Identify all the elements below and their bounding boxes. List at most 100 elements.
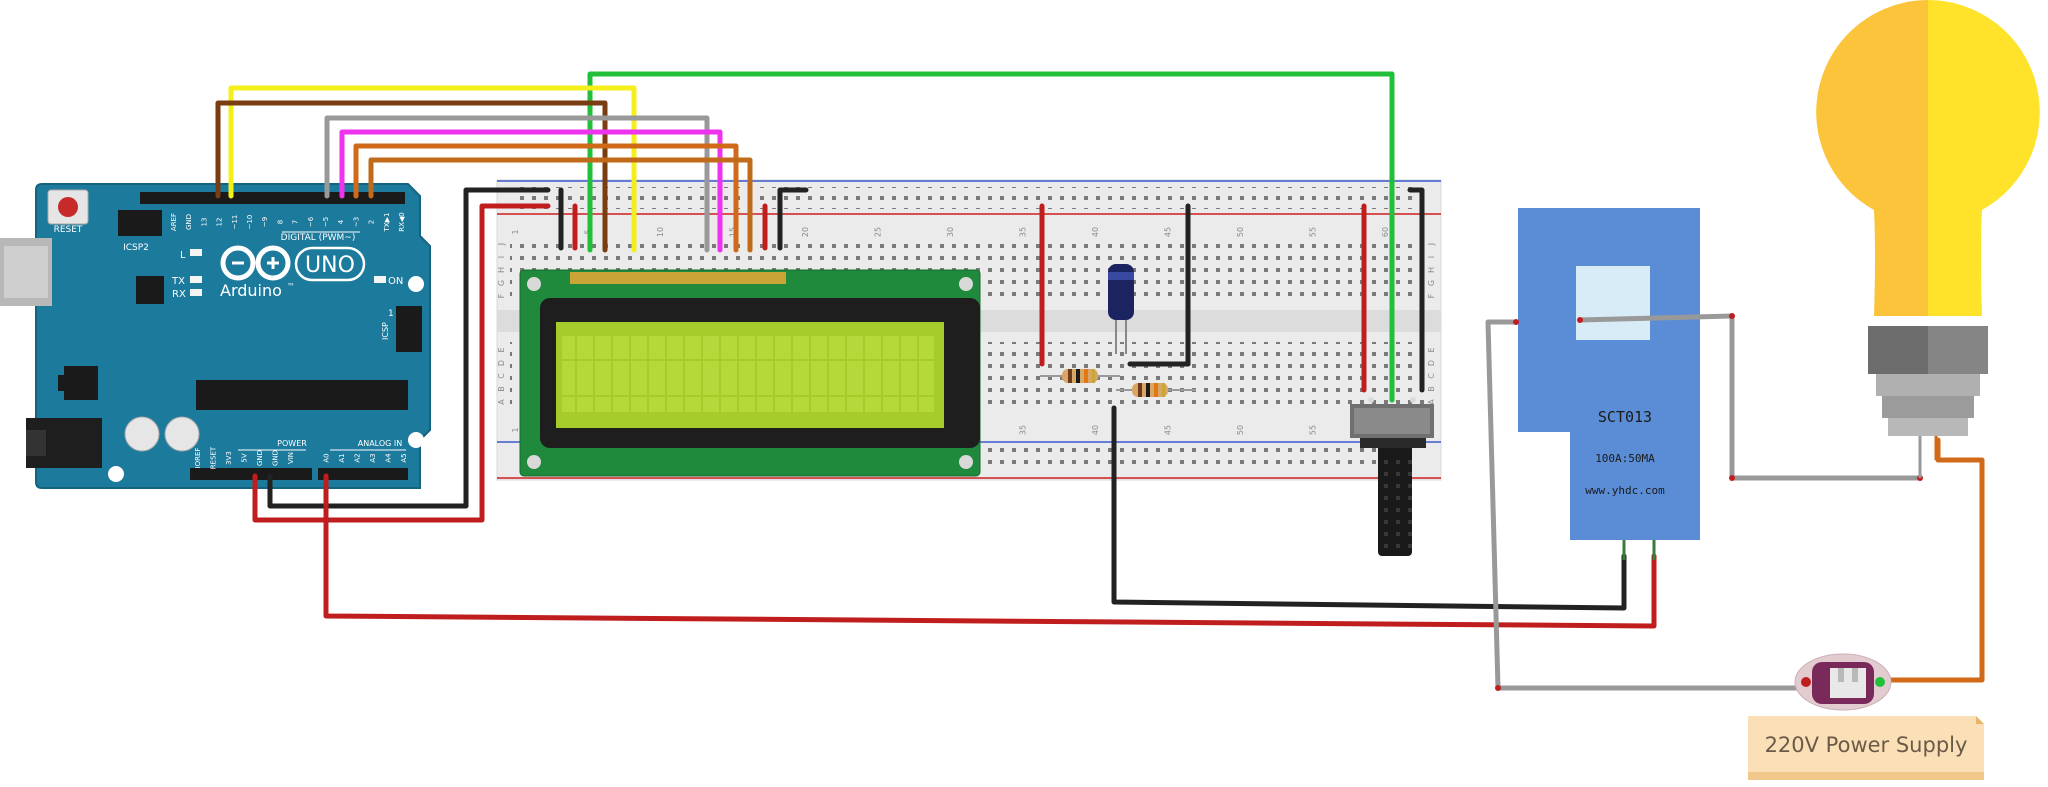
board-capacitor-1 bbox=[124, 416, 160, 452]
column-number: 35 bbox=[1019, 425, 1028, 435]
mount-hole bbox=[408, 276, 424, 292]
digital-pin-label: ~6 bbox=[307, 216, 315, 227]
sensor-model: SCT013 bbox=[1598, 408, 1652, 426]
column-number: 10 bbox=[656, 227, 665, 237]
lcd-pin-header bbox=[570, 272, 786, 284]
digital-pin-label: ~9 bbox=[261, 217, 269, 227]
row-letter: G bbox=[1427, 280, 1436, 286]
row-letter: C bbox=[497, 373, 506, 379]
icsp-pin-label: 1 bbox=[388, 309, 394, 319]
black-wire bbox=[1111, 405, 1627, 611]
magenta-wire bbox=[339, 129, 723, 253]
icsp-header bbox=[396, 306, 422, 352]
column-number: 60 bbox=[1381, 227, 1390, 237]
plug-connector-icon bbox=[1794, 653, 1892, 711]
icsp2-label: ICSP2 bbox=[123, 243, 149, 253]
led-on bbox=[374, 276, 386, 283]
analog-power-pin-label: 3V3 bbox=[225, 451, 233, 465]
board-capacitor-2 bbox=[164, 416, 200, 452]
orange-wire bbox=[368, 157, 753, 253]
atmega-chip bbox=[196, 380, 408, 410]
mount-hole bbox=[408, 432, 424, 448]
row-letter: J bbox=[1427, 243, 1436, 246]
brown-wire bbox=[215, 100, 608, 253]
analog-power-pin-label: A4 bbox=[385, 453, 393, 463]
red-wire bbox=[252, 203, 551, 523]
lcd-16x2-display bbox=[519, 269, 981, 477]
orange-wire bbox=[353, 143, 739, 253]
column-number: 1 bbox=[511, 229, 520, 234]
board-model: UNO bbox=[305, 253, 355, 278]
row-letter: D bbox=[1427, 360, 1436, 366]
led-l-label: L bbox=[180, 250, 186, 261]
column-number: 20 bbox=[801, 227, 810, 237]
digital-pin-label: AREF bbox=[170, 213, 178, 231]
digital-pin-label: ~3 bbox=[352, 217, 360, 227]
row-letter: F bbox=[497, 293, 506, 298]
analog-power-pin-label: GND bbox=[272, 450, 280, 466]
digital-pin-label: GND bbox=[185, 214, 193, 230]
analog-power-pin-label: RESET bbox=[210, 446, 218, 469]
resistor-icon bbox=[1040, 369, 1120, 383]
led-tx bbox=[190, 276, 202, 283]
digital-pin-label: ~11 bbox=[231, 215, 239, 230]
arduino-infinity-logo bbox=[220, 245, 291, 281]
red-wire bbox=[323, 473, 1657, 629]
black-wire bbox=[1407, 187, 1425, 393]
row-letter: G bbox=[497, 280, 506, 286]
resistor-icon bbox=[1116, 383, 1196, 397]
icsp2-header bbox=[118, 210, 162, 236]
row-letter: D bbox=[497, 360, 506, 366]
column-number: 50 bbox=[1236, 227, 1245, 237]
row-letter: A bbox=[497, 399, 506, 405]
jumper-wires bbox=[215, 71, 1657, 629]
grey-wire bbox=[324, 115, 710, 253]
row-letter: I bbox=[497, 256, 506, 258]
analog-power-pin-label: IOREF bbox=[194, 448, 202, 469]
column-number: 45 bbox=[1164, 227, 1173, 237]
reset-label: RESET bbox=[54, 225, 83, 235]
digital-label: DIGITAL (PWM~) bbox=[281, 233, 356, 243]
row-letter: E bbox=[1427, 347, 1436, 352]
led-rx bbox=[190, 289, 202, 296]
row-letter: I bbox=[1427, 256, 1436, 258]
uno-badge bbox=[294, 246, 366, 282]
reset-button-cap bbox=[58, 197, 78, 217]
column-number: 1 bbox=[511, 427, 520, 432]
analog-power-pin-label: A2 bbox=[354, 453, 362, 462]
column-number: 40 bbox=[1091, 425, 1100, 435]
row-letter: A bbox=[1427, 399, 1436, 405]
usb-chip bbox=[136, 276, 164, 304]
column-number: 55 bbox=[1309, 425, 1318, 435]
light-bulb-icon bbox=[1816, 0, 2040, 478]
row-letter: E bbox=[497, 347, 506, 352]
row-letter: B bbox=[1427, 386, 1436, 392]
sensor-rating: 100A:50MA bbox=[1595, 452, 1655, 465]
sensor-website: www.yhdc.com bbox=[1585, 484, 1665, 497]
digital-pin-label: 2 bbox=[368, 220, 376, 224]
top-power-rail bbox=[520, 187, 1420, 209]
column-number: 25 bbox=[874, 227, 883, 237]
analog-power-pin-label: A3 bbox=[369, 453, 377, 462]
row-letter: C bbox=[1427, 373, 1436, 379]
analog-power-pin-label: A1 bbox=[338, 453, 346, 462]
power-label: POWER bbox=[277, 439, 307, 448]
digital-pin-label: TX▶1 bbox=[383, 213, 391, 233]
column-number: 30 bbox=[946, 227, 955, 237]
digital-pin-label: 4 bbox=[337, 219, 345, 224]
column-number: 15 bbox=[729, 227, 738, 237]
orange-mains-wire bbox=[1879, 437, 1985, 683]
sct013-current-sensor: SCT013 100A:50MA www.yhdc.com bbox=[1518, 208, 1700, 560]
trademark-sign: ™ bbox=[287, 282, 295, 291]
capacitor-icon bbox=[1108, 264, 1134, 354]
digital-header bbox=[140, 192, 405, 204]
row-letter: H bbox=[1427, 267, 1436, 273]
analog-power-pin-label: GND bbox=[256, 450, 264, 466]
column-number: 50 bbox=[1236, 425, 1245, 435]
digital-pin-label: 7 bbox=[292, 220, 300, 224]
